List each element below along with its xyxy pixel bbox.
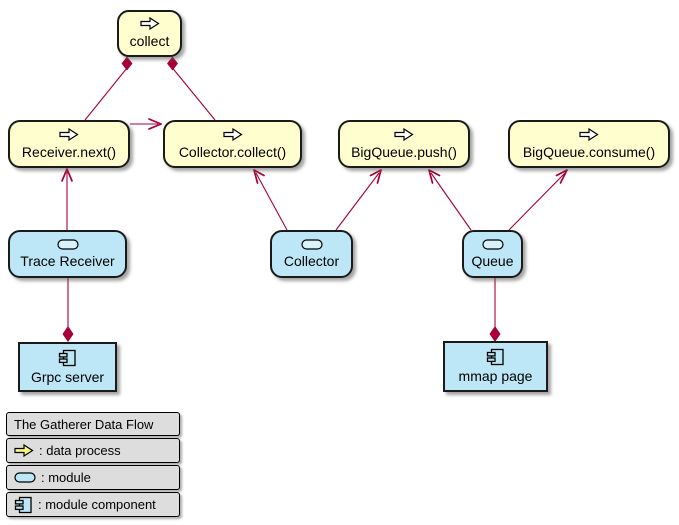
node-label: Grpc server (30, 368, 105, 385)
legend-item-data-process: : data process (6, 438, 180, 463)
module-component-icon (58, 349, 76, 367)
edge-collect-collector-collect (172, 67, 216, 121)
data-process-arrow-icon (579, 127, 599, 141)
legend-title-text: The Gatherer Data Flow (14, 416, 154, 432)
data-process-arrow-icon (394, 127, 414, 141)
legend-title: The Gatherer Data Flow (6, 412, 180, 436)
node-label: Queue (471, 252, 514, 269)
node-label: Receiver.next() (21, 143, 117, 160)
data-process-arrow-icon (14, 444, 34, 457)
legend-item-label: : data process (39, 443, 121, 458)
module-icon (14, 472, 36, 483)
legend-item-module-component: : module component (6, 492, 180, 517)
node-queue: Queue (462, 230, 523, 278)
node-label: mmap page (458, 368, 533, 385)
module-icon (481, 239, 504, 250)
node-receiver-next: Receiver.next() (8, 120, 130, 168)
node-collector-collect: Collector.collect() (163, 120, 302, 168)
module-component-icon (14, 496, 32, 513)
legend-item-module: : module (6, 465, 180, 490)
edge-collect-receiver-next (84, 67, 128, 121)
node-label: Collector (283, 252, 340, 269)
node-collect: collect (117, 10, 182, 57)
node-mmap-page: mmap page (443, 341, 548, 392)
data-process-arrow-icon (59, 127, 79, 141)
node-grpc-server: Grpc server (18, 342, 117, 392)
legend-item-label: : module component (38, 497, 156, 512)
module-icon (56, 239, 79, 250)
node-label: collect (129, 33, 170, 50)
node-trace-receiver: Trace Receiver (8, 230, 127, 278)
edge-queue-bigqueue-consume (508, 172, 566, 231)
edge-collector-bigqueue-push (335, 172, 380, 231)
node-label: BigQueue.push() (351, 143, 457, 160)
composition-diamonds (62, 56, 501, 342)
module-component-icon (486, 349, 504, 366)
edge-collector-collector-collect (255, 172, 288, 231)
edge-queue-bigqueue-push (430, 172, 472, 231)
node-bigqueue-push: BigQueue.push() (338, 120, 470, 168)
node-label: BigQueue.consume() (522, 143, 656, 160)
node-label: Collector.collect() (178, 143, 287, 160)
node-bigqueue-consume: BigQueue.consume() (508, 120, 670, 168)
legend-item-label: : module (41, 470, 91, 485)
arrowheads (61, 118, 568, 184)
node-label: Trace Receiver (20, 252, 115, 269)
data-process-arrow-icon (222, 127, 243, 141)
module-icon (300, 239, 323, 250)
data-process-arrow-icon (139, 17, 160, 31)
node-collector: Collector (270, 230, 353, 278)
